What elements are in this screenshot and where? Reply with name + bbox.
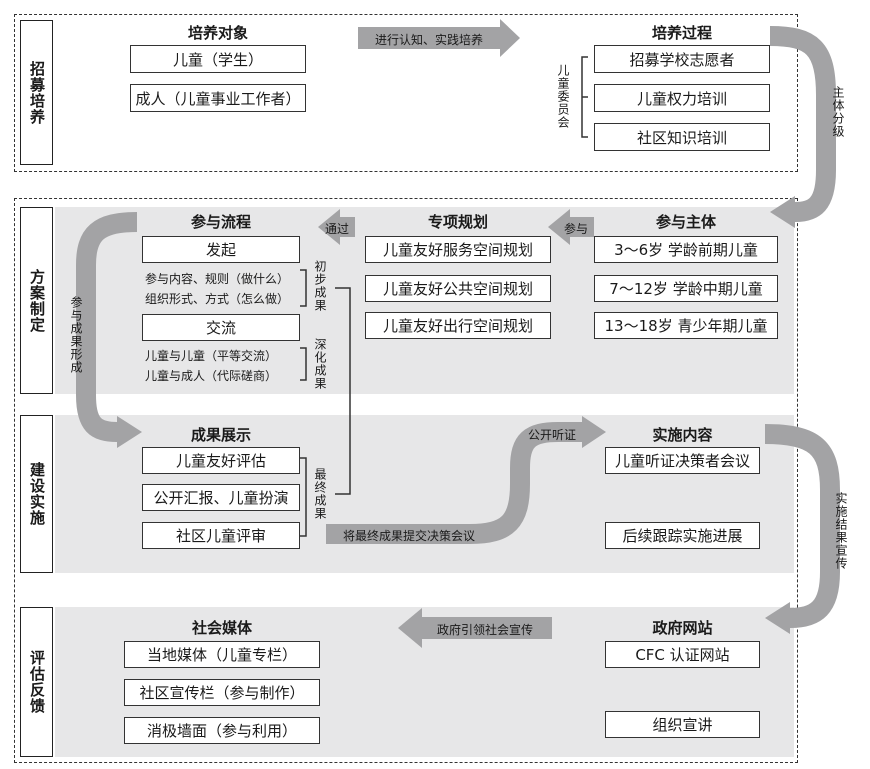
prelim-label: 初步成果 <box>313 260 327 312</box>
gov-lecture: 组织宣讲 <box>605 711 760 738</box>
final-bracket <box>300 457 307 537</box>
result-arrow-label: 参与成果形成 <box>69 296 83 374</box>
show-report: 公开汇报、儿童扮演 <box>142 484 300 511</box>
prelim-bracket <box>300 269 307 307</box>
stage-build: 建设实施 <box>20 415 53 573</box>
special-travel: 儿童友好出行空间规划 <box>365 312 551 339</box>
stage-evaluate: 评估反馈 <box>20 607 53 757</box>
grade-arrow-label: 主体分级 <box>831 86 845 138</box>
process-volunteers: 招募学校志愿者 <box>594 45 770 73</box>
join-arrow <box>548 209 594 245</box>
stage-recruit: 招募培养 <box>20 20 53 165</box>
subject-preschool: 3～6岁 学龄前期儿童 <box>594 236 778 263</box>
deep-bracket <box>300 347 307 381</box>
gov-arrow-label: 政府引领社会宣传 <box>436 623 533 637</box>
stage-plan: 方案制定 <box>20 207 53 394</box>
merge-line <box>335 287 351 495</box>
through-label: 通过 <box>324 222 349 236</box>
hearing-path <box>326 422 584 544</box>
content-title: 实施内容 <box>652 426 713 444</box>
flow-title: 参与流程 <box>190 213 251 231</box>
show-title: 成果展示 <box>190 426 251 444</box>
main-frame <box>14 198 798 763</box>
stage-plan-label: 方案制定 <box>28 268 46 333</box>
process-rights: 儿童权力培训 <box>594 84 770 112</box>
gov-to-media-arrow <box>398 608 552 648</box>
launch-box: 发起 <box>142 236 300 263</box>
through-arrow <box>318 209 355 245</box>
launch-note-content: 参与内容、规则（做什么） <box>145 272 290 286</box>
media-wall: 消极墙面（参与利用） <box>124 717 320 744</box>
process-title: 培养过程 <box>651 24 712 42</box>
stage-build-label: 建设实施 <box>28 462 46 526</box>
stage-recruit-label: 招募培养 <box>28 60 46 125</box>
media-board: 社区宣传栏（参与制作） <box>124 679 320 706</box>
publicize-arrow-label: 实施结果宣传 <box>834 492 848 570</box>
final-label: 最终成果 <box>313 468 327 520</box>
recruit-arrow-label: 进行认知、实践培养 <box>374 33 483 47</box>
recruit-frame <box>14 14 798 172</box>
show-review: 社区儿童评审 <box>142 522 300 549</box>
submit-label: 将最终成果提交决策会议 <box>342 529 475 543</box>
content-followup: 后续跟踪实施进展 <box>605 522 760 549</box>
hearing-label: 公开听证 <box>527 428 576 442</box>
show-evaluate: 儿童友好评估 <box>142 447 300 474</box>
exchange-note-children: 儿童与儿童（平等交流） <box>145 349 278 363</box>
target-children: 儿童（学生） <box>130 45 306 73</box>
recruit-arrow <box>358 19 520 57</box>
special-service: 儿童友好服务空间规划 <box>365 236 551 263</box>
subject-school: 7～12岁 学龄中期儿童 <box>594 275 778 302</box>
subject-title: 参与主体 <box>655 213 716 231</box>
result-curve <box>76 212 138 442</box>
launch-note-form: 组织形式、方式（怎么做） <box>145 292 290 306</box>
join-label: 参与 <box>563 222 588 236</box>
special-title: 专项规划 <box>427 213 488 231</box>
special-public: 儿童友好公共空间规划 <box>365 275 551 302</box>
subject-teen: 13～18岁 青少年期儿童 <box>594 312 778 339</box>
process-community: 社区知识培训 <box>594 123 770 151</box>
publicize-curve <box>764 424 840 628</box>
committee-bracket <box>581 56 588 138</box>
media-title: 社会媒体 <box>191 619 252 637</box>
target-adults: 成人（儿童事业工作者） <box>130 84 306 112</box>
grade-curve <box>769 26 836 222</box>
exchange-box: 交流 <box>142 314 300 341</box>
deep-label: 深化成果 <box>313 338 327 390</box>
committee-label: 儿童委员会 <box>556 64 570 129</box>
gov-cfc: CFC 认证网站 <box>605 641 760 668</box>
content-hearing: 儿童听证决策者会议 <box>605 447 760 474</box>
exchange-note-adults: 儿童与成人（代际磋商） <box>145 369 278 383</box>
stage-evaluate-label: 评估反馈 <box>28 650 46 714</box>
targets-title: 培养对象 <box>187 24 248 42</box>
media-local: 当地媒体（儿童专栏） <box>124 641 320 668</box>
gov-title: 政府网站 <box>652 619 713 637</box>
